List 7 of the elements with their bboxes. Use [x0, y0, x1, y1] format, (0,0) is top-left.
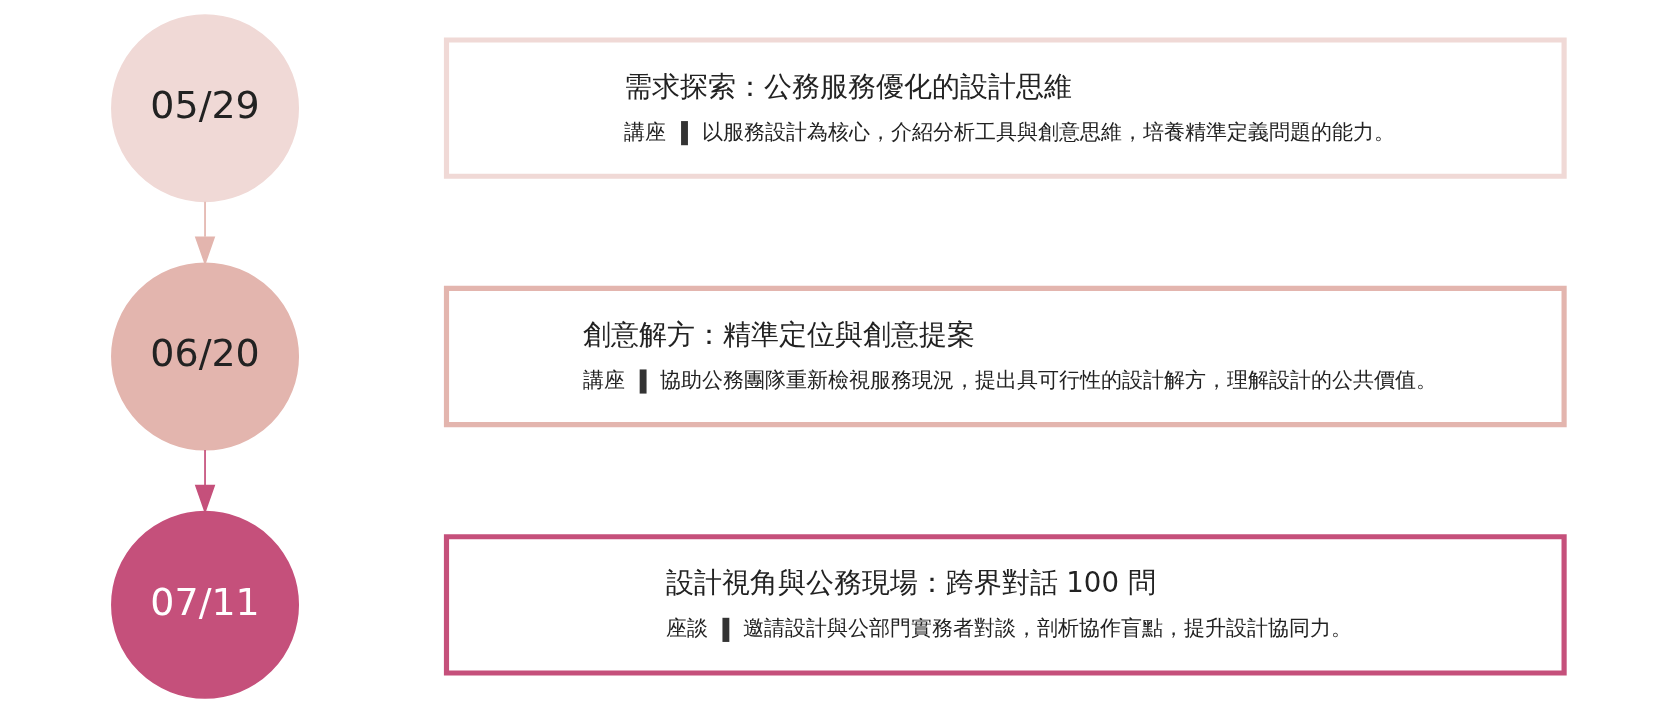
- node-circle: 05/29: [110, 14, 299, 203]
- node-box: 設計視角與公務現場：跨界對話 100 問 座談 邀請設計與公部門實務者對談，剖析協作盲點，提升設計協同力。: [443, 534, 1567, 676]
- node-circle: 06/20: [110, 262, 299, 451]
- node-box: 需求探索：公務服務優化的設計思維 講座 以服務設計為核心，介紹分析工具與創意思維，培養精準定義問題的能力。: [443, 37, 1567, 179]
- arrow: [194, 200, 215, 266]
- node-circle: 07/11: [110, 510, 299, 699]
- node-box: 創意解方：精準定位與創意提案 講座 協助公務團隊重新檢視服務現況，提出具可行性的設計解方，理解設計的公共價值。: [443, 285, 1567, 428]
